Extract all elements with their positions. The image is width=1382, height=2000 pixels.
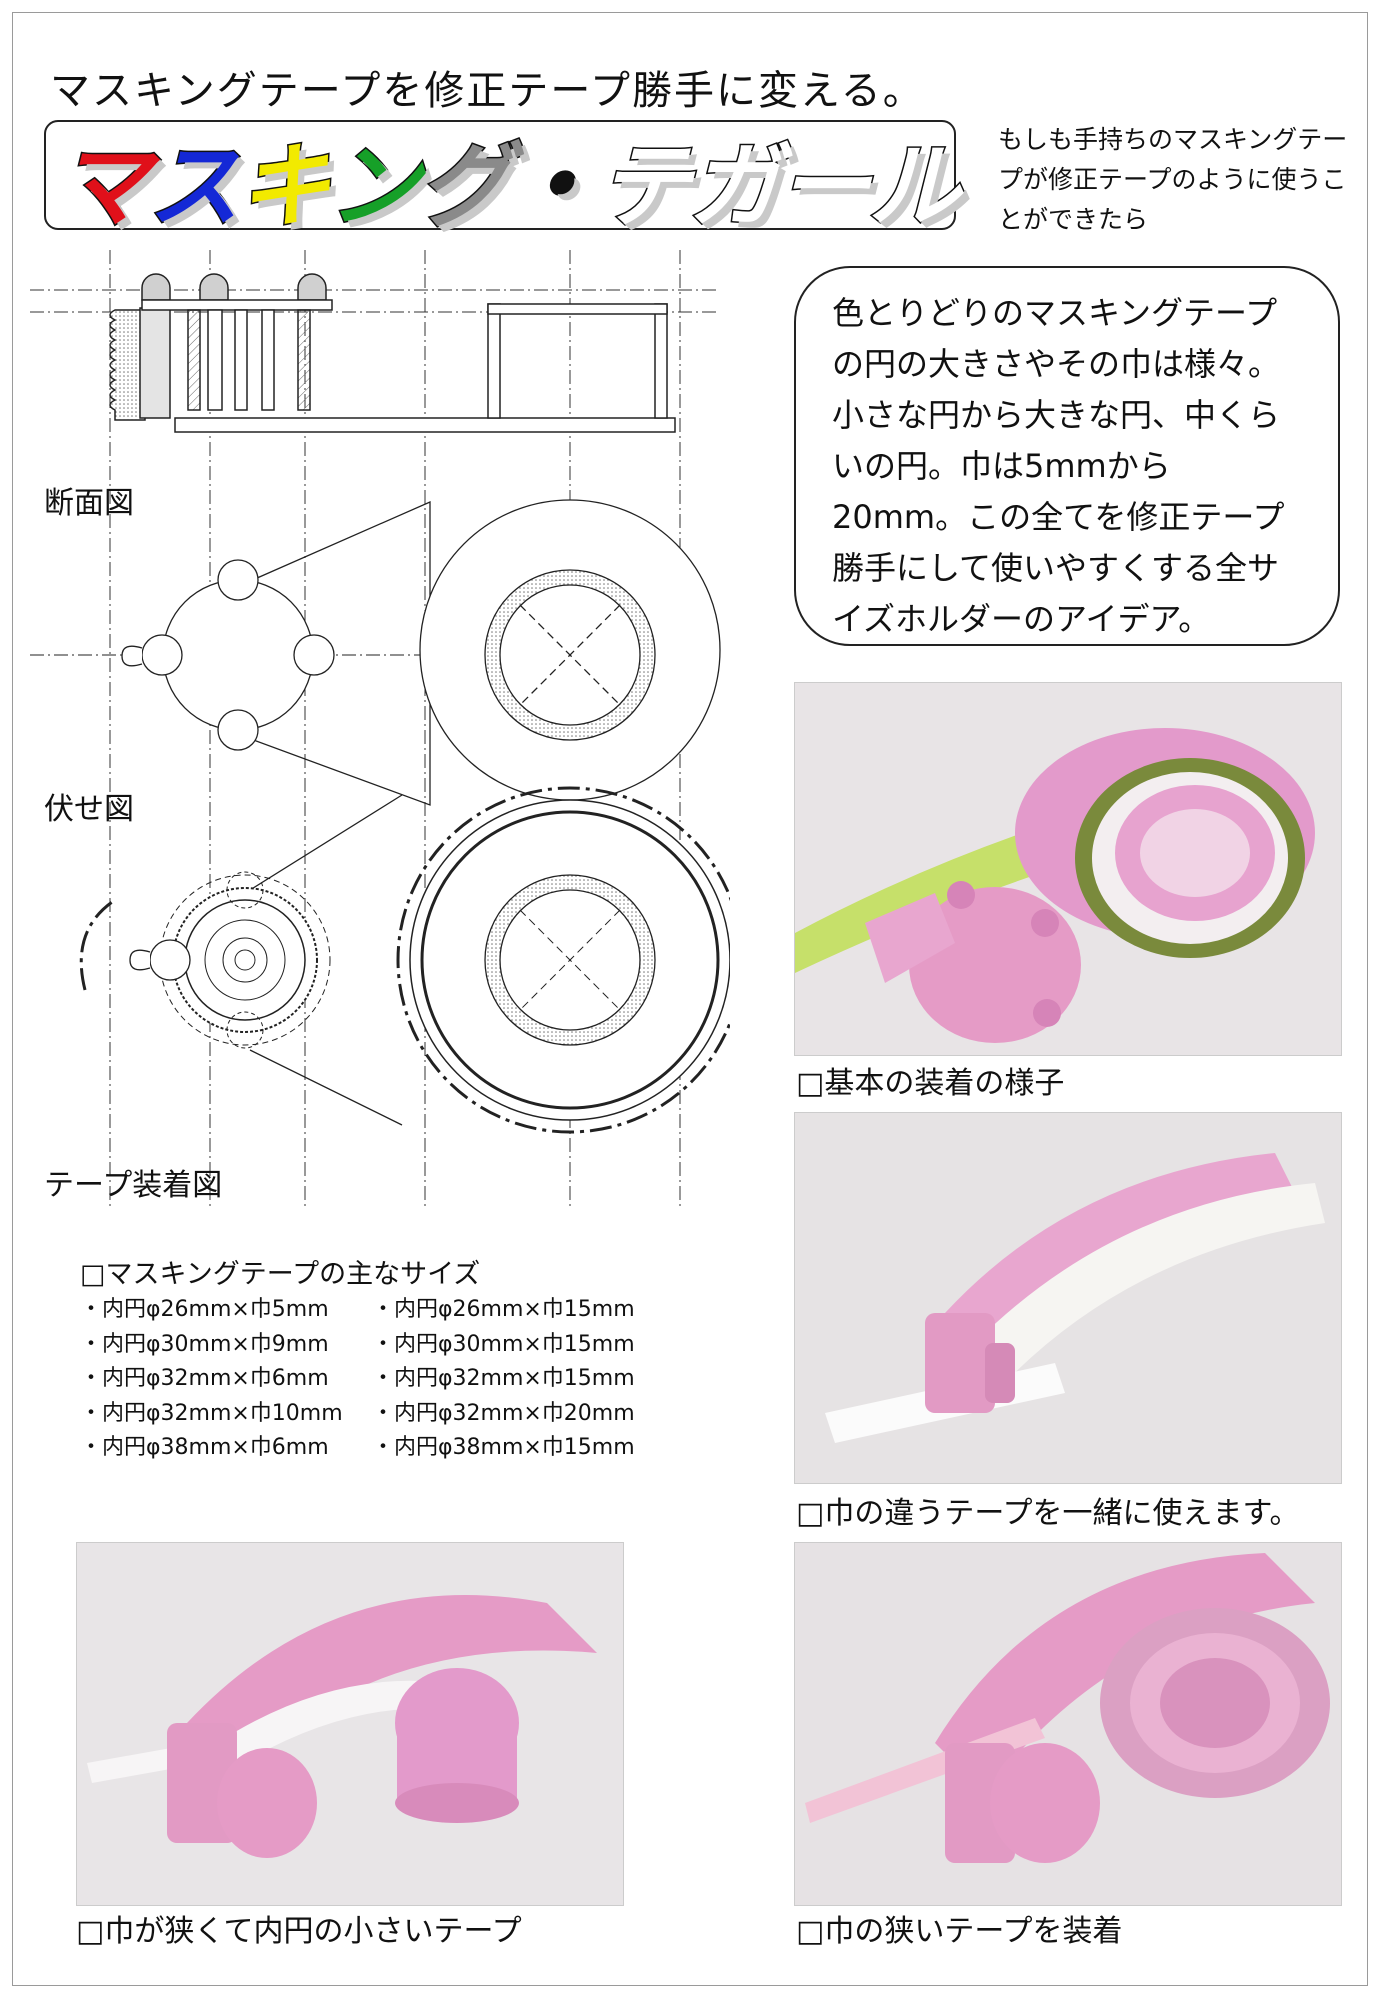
label-plan-view: 伏せ図	[44, 792, 134, 827]
size-item: ・内円φ38mm×巾6mm	[80, 1435, 329, 1460]
title-box	[44, 120, 956, 230]
photo-small-tape	[76, 1542, 624, 1906]
size-row: ・内円φ30mm×巾9mm ・内円φ30mm×巾15mm	[80, 1328, 635, 1363]
technical-drawings	[30, 250, 730, 1210]
title-part: ・	[507, 132, 602, 242]
caption-photo2: □巾の違うテープを一緒に使えます。	[796, 1496, 1300, 1531]
size-item: ・内円φ30mm×巾15mm	[372, 1331, 635, 1357]
caption-photo1: □基本の装着の様子	[796, 1066, 1065, 1101]
tagline: もしも手持ちのマスキングテープが修正テープのように使うことができたら	[998, 125, 1348, 234]
size-item: ・内円φ32mm×巾15mm	[372, 1366, 635, 1391]
sizes-heading: □マスキングテープの主なサイズ	[80, 1259, 481, 1290]
size-row: ・内円φ32mm×巾10mm ・内円φ32mm×巾20mm	[80, 1397, 635, 1432]
title-part: グ	[417, 132, 512, 242]
photo-basic-mount	[794, 682, 1342, 1056]
size-row: ・内円φ26mm×巾5mm ・内円φ26mm×巾15mm	[80, 1293, 635, 1328]
size-item: ・内円φ26mm×巾5mm	[80, 1297, 329, 1322]
size-row: ・内円φ32mm×巾6mm ・内円φ32mm×巾15mm	[80, 1362, 635, 1397]
title-part: キ	[237, 132, 332, 242]
size-item: ・内円φ30mm×巾9mm	[80, 1331, 329, 1357]
size-item: ・内円φ32mm×巾10mm	[80, 1400, 343, 1426]
size-item: ・内円φ26mm×巾15mm	[372, 1297, 635, 1322]
size-item: ・内円φ32mm×巾20mm	[372, 1400, 635, 1426]
plan-view	[30, 499, 721, 806]
title-part: テガール	[597, 132, 962, 242]
title-part: ス	[147, 132, 242, 242]
size-item: ・内円φ38mm×巾15mm	[372, 1435, 635, 1460]
product-title: マスキング・テガール	[56, 112, 962, 245]
label-mounted-view: テープ装着図	[44, 1168, 223, 1203]
sizes-list: ・内円φ26mm×巾5mm ・内円φ26mm×巾15mm ・内円φ30mm×巾9m…	[80, 1293, 635, 1466]
size-item: ・内円φ32mm×巾6mm	[80, 1366, 329, 1391]
size-row: ・内円φ38mm×巾6mm ・内円φ38mm×巾15mm	[80, 1431, 635, 1466]
caption-photo3: □巾が狭くて内円の小さいテープ	[76, 1914, 522, 1949]
headline: マスキングテープを修正テープ勝手に変える。	[50, 68, 925, 114]
description-bubble: 色とりどりのマスキングテープの円の大きさやその巾は様々。小さな円から大きな円、中…	[794, 266, 1340, 646]
caption-photo4: □巾の狭いテープを装着	[796, 1914, 1123, 1949]
photo-narrow-tape	[794, 1542, 1342, 1906]
photo-mixed-widths	[794, 1112, 1342, 1484]
label-section-view: 断面図	[44, 486, 134, 521]
title-part: ン	[327, 132, 422, 242]
mounted-view	[79, 786, 730, 1134]
title-part: マ	[56, 132, 151, 242]
section-view	[109, 273, 676, 433]
page-frame	[12, 12, 1368, 1986]
